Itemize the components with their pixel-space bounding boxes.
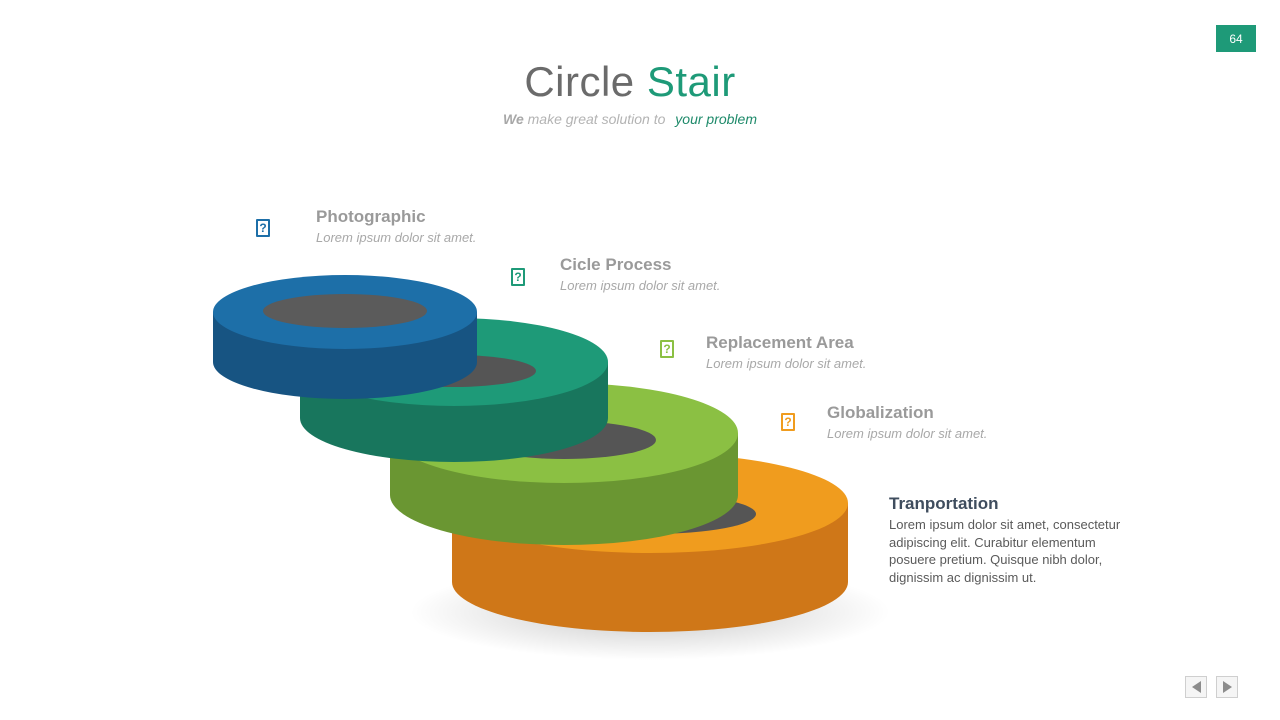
step-desc-cicle-process: Lorem ipsum dolor sit amet. (560, 278, 721, 293)
step-title-photographic: Photographic (316, 207, 426, 226)
slide-title: Circle Stair (0, 58, 1260, 106)
question-box-icon: ? (511, 268, 525, 286)
step-title-tranportation: Tranportation (889, 494, 999, 513)
subtitle-accent: your problem (675, 111, 757, 127)
page-number-badge: 64 (1216, 25, 1256, 52)
step-desc-photographic: Lorem ipsum dolor sit amet. (316, 230, 477, 245)
subtitle-middle: make great solution to (527, 111, 666, 127)
title-part-2: Stair (646, 58, 736, 105)
question-box-icon: ? (660, 340, 674, 358)
question-box-icon: ? (781, 413, 795, 431)
prev-slide-button[interactable] (1185, 676, 1207, 698)
question-box-icon: ? (256, 219, 270, 237)
step-desc-globalization: Lorem ipsum dolor sit amet. (827, 426, 988, 441)
step-desc-replacement-area: Lorem ipsum dolor sit amet. (706, 356, 867, 371)
step-title-globalization: Globalization (827, 403, 934, 422)
subtitle-we: We (503, 111, 524, 127)
step-desc-tranportation: Lorem ipsum dolor sit amet, consectetur … (889, 517, 1121, 585)
step-title-replacement-area: Replacement Area (706, 333, 854, 352)
next-slide-button[interactable] (1216, 676, 1238, 698)
title-part-1: Circle (524, 58, 635, 105)
step-title-cicle-process: Cicle Process (560, 255, 672, 274)
arrow-right-icon (1222, 681, 1232, 693)
slide-subtitle: We make great solution to your problem (0, 111, 1260, 127)
arrow-left-icon (1191, 681, 1201, 693)
ring-blue (213, 275, 477, 399)
